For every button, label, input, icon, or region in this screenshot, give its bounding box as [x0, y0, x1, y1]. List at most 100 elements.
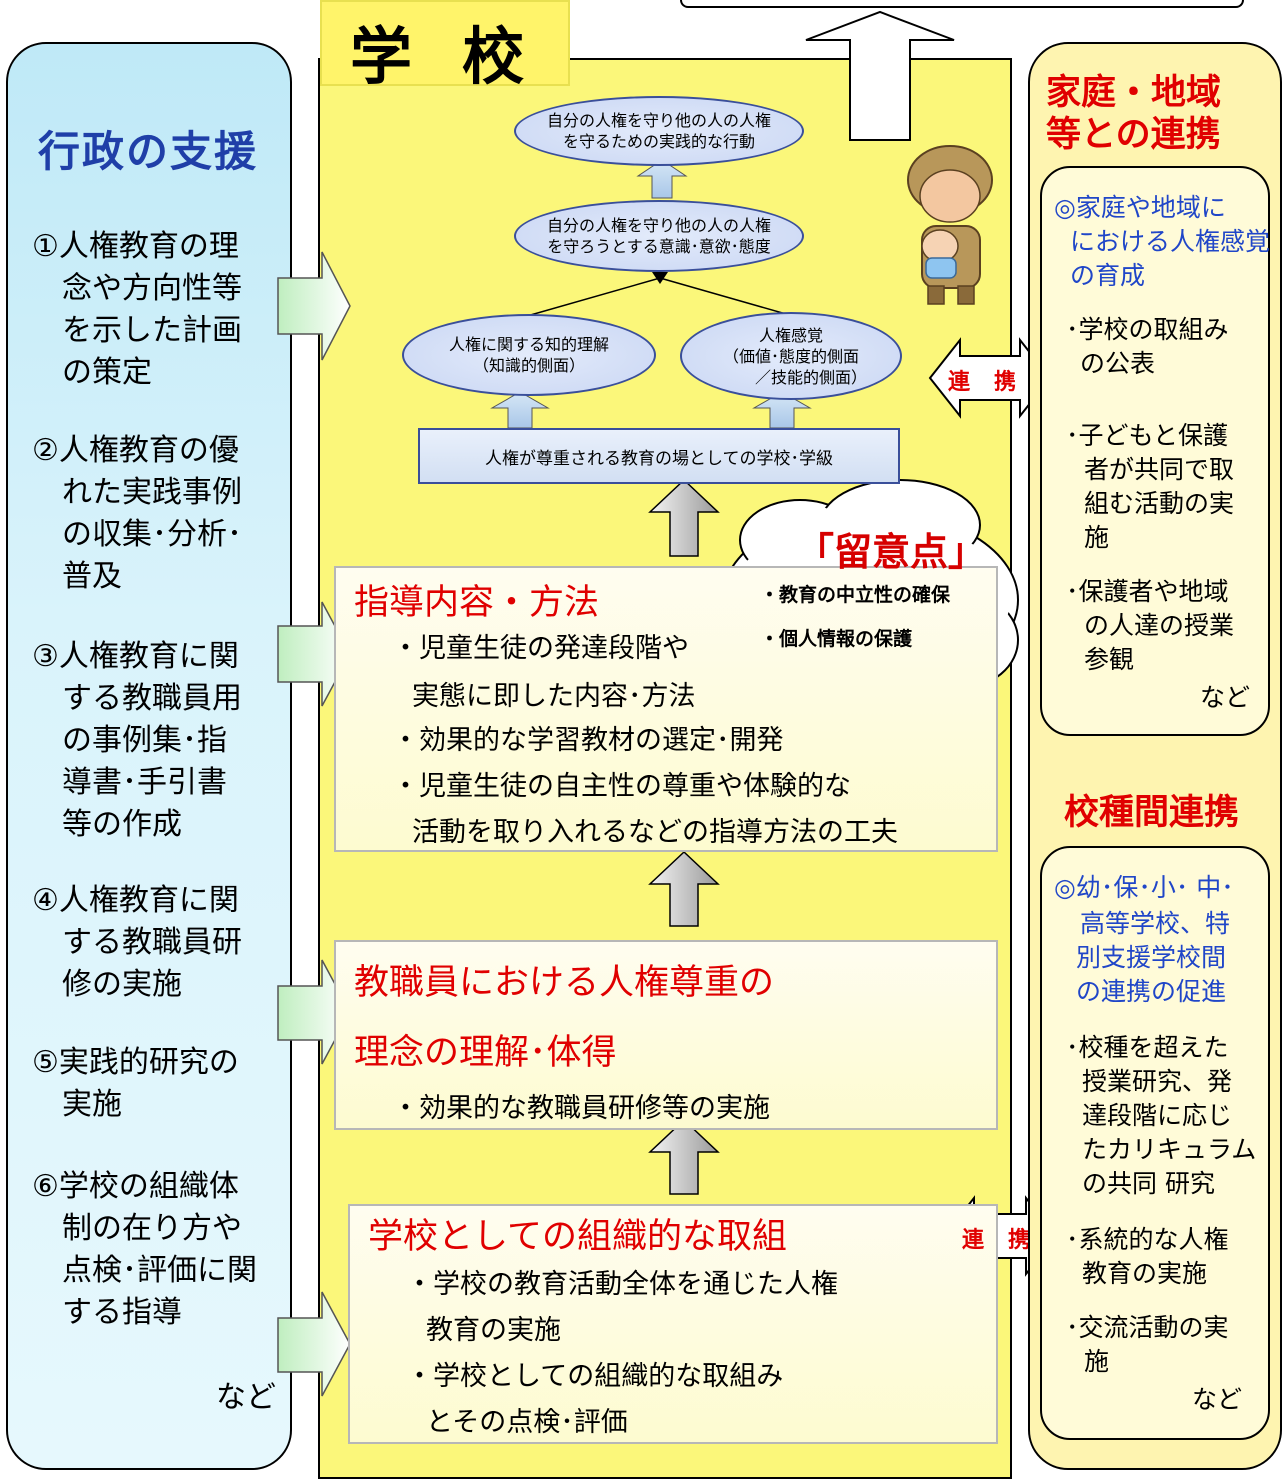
left-title: 行政の支援	[38, 127, 259, 176]
right-box2-item: 授業研究、発	[1082, 1067, 1233, 1096]
right-box1-nado: など	[1200, 683, 1251, 712]
right-box2-item: たカリキュラム	[1082, 1135, 1257, 1164]
school-title: 学校	[350, 20, 575, 93]
right-box2-heading: ◎幼･保･小･ 中･	[1054, 873, 1234, 902]
left-item-line: 導書･手引書	[32, 765, 227, 800]
green-arrow-4	[277, 1291, 351, 1397]
right-box2-item: ･系統的な人権	[1066, 1225, 1229, 1254]
left-item-line: を示した計画	[32, 313, 242, 348]
renkei-label-1: 連携	[948, 370, 1041, 395]
right-title-2: 校種間連携	[1064, 793, 1240, 833]
connector-arrowhead	[652, 272, 668, 284]
small-up-arrow-3	[752, 391, 812, 429]
right-box2-heading: の連携の促進	[1076, 977, 1227, 1006]
left-item-line: 修の実施	[32, 967, 182, 1002]
left-nado: など	[216, 1380, 276, 1415]
right-box2-nado: など	[1192, 1385, 1243, 1414]
small-up-arrow-2	[490, 391, 550, 429]
ellipse-text: 人権感覚	[758, 325, 823, 345]
left-item-3: ③人権教育に関 する教職員用 の事例集･指 導書･手引書 等の作成	[32, 636, 282, 846]
box1-line: ・効果的な学習教材の選定･開発	[392, 725, 784, 756]
right-box1-item: の公表	[1080, 349, 1156, 378]
ellipse-text: 人権に関する知的理解	[448, 335, 609, 354]
small-up-arrow-1	[636, 159, 688, 199]
right-box-school-types	[1040, 846, 1270, 1440]
up-arrow-3	[648, 1118, 720, 1195]
left-item-line: の策定	[32, 355, 152, 390]
left-item-line: ⑥学校の組織体	[32, 1169, 239, 1204]
left-item-line: 念や方向性等	[32, 271, 242, 306]
right-box1-item: ･保護者や地域	[1066, 577, 1229, 606]
right-box1-item: 施	[1084, 523, 1110, 552]
left-item-line: する教職員用	[32, 681, 242, 716]
left-item-4: ④人権教育に関 する教職員研 修の実施	[32, 880, 282, 1006]
school-tab	[320, 0, 570, 86]
ellipse-awareness: 自分の人権を守り他の人の人権 を守ろうとする意識･意欲･態度	[514, 200, 804, 272]
box3-line: ・学校としての組織的な取組み	[406, 1361, 784, 1392]
left-item-line: の収集･分析･	[32, 517, 242, 552]
ellipse-text: 自分の人権を守り他の人の人権	[546, 111, 771, 130]
right-box2-item: ･交流活動の実	[1066, 1313, 1229, 1342]
right-title-1: 家庭・地域	[1046, 73, 1222, 113]
box2-title: 理念の理解･体得	[354, 1033, 617, 1073]
box3-title: 学校としての組織的な取組	[368, 1217, 787, 1257]
box3-line: とその点検･評価	[426, 1407, 628, 1438]
right-box1-item: の人達の授業	[1084, 611, 1235, 640]
box1-line: ・児童生徒の発達段階や	[392, 633, 689, 664]
box1-line: 実態に即した内容･方法	[412, 681, 696, 712]
right-box2-heading: 別支援学校間	[1076, 943, 1227, 972]
left-item-line: ③人権教育に関	[32, 639, 239, 674]
left-item-line: ④人権教育に関	[32, 883, 239, 918]
left-item-2: ②人権教育の優 れた実践事例 の収集･分析･ 普及	[32, 430, 282, 598]
cloud-fill	[824, 484, 976, 566]
ellipse-text: ／技能的側面）	[754, 367, 867, 387]
right-box1-item: ･学校の取組み	[1066, 315, 1229, 344]
box3-line: 教育の実施	[426, 1315, 561, 1346]
left-panel	[6, 42, 292, 1470]
right-box1-item: 組む活動の実	[1084, 489, 1235, 518]
cloud-point: ・個人情報の保護	[760, 628, 913, 650]
right-box1-heading: の育成	[1070, 261, 1146, 290]
box2-title: 教職員における人権尊重の	[354, 963, 775, 1003]
left-item-line: ②人権教育の優	[32, 433, 239, 468]
left-item-5: ⑤実践的研究の 実施	[32, 1042, 282, 1126]
box-staff-understanding	[334, 940, 998, 1130]
ellipse-text: （知識的側面）	[472, 356, 585, 375]
right-box1-item: ･子どもと保護	[1066, 421, 1229, 450]
left-item-line: 等の作成	[32, 807, 182, 842]
cloud-title: 「留意点」	[796, 530, 987, 574]
up-arrow-2	[648, 850, 720, 927]
right-box1-item: 者が共同で取	[1084, 455, 1235, 484]
ellipse-text: を守るための実践的な行動	[562, 132, 755, 151]
box2-line: ・効果的な教職員研修等の実施	[392, 1093, 770, 1124]
right-box2-item: の共同 研究	[1082, 1169, 1215, 1198]
right-title-1: 等との連携	[1046, 115, 1221, 155]
left-item-6: ⑥学校の組織体 制の在り方や 点検･評価に関 する指導	[32, 1166, 282, 1334]
right-box-family	[1040, 166, 1270, 736]
box1-line: 活動を取り入れるなどの指導方法の工夫	[412, 817, 898, 848]
left-item-line: 実施	[32, 1087, 122, 1122]
right-box2-item: 達段階に応じ	[1082, 1101, 1233, 1130]
green-arrow-1	[277, 251, 351, 361]
box1-title: 指導内容・方法	[354, 583, 600, 623]
right-box2-item: 教育の実施	[1082, 1259, 1208, 1288]
ellipse-text: （価値･態度的側面	[722, 346, 859, 366]
box3-line: ・学校の教育活動全体を通じた人権	[406, 1269, 838, 1300]
left-item-line: ⑤実践的研究の	[32, 1045, 239, 1080]
box-guidance-content	[334, 566, 998, 852]
connector-line-left	[519, 277, 661, 319]
left-item-line: 点検･評価に関	[32, 1253, 257, 1288]
left-item-line: れた実践事例	[32, 475, 242, 510]
school-bar: 人権が尊重される教育の場としての学校･学級	[418, 428, 900, 484]
ellipse-text: 自分の人権を守り他の人の人権	[546, 216, 771, 235]
right-box2-item: ･校種を超えた	[1066, 1033, 1229, 1062]
left-item-line: の事例集･指	[32, 723, 227, 758]
ellipse-human-rights-sense: 人権感覚 （価値･態度的側面 ／技能的側面）	[680, 312, 902, 400]
left-item-line: する教職員研	[32, 925, 242, 960]
right-box2-heading: 高等学校、特	[1080, 909, 1231, 938]
left-item-1: ①人権教育の理 念や方向性等 を示した計画 の策定	[32, 226, 282, 394]
right-box1-item: 参観	[1084, 645, 1135, 674]
parent-baby-illustration	[907, 145, 993, 305]
box-school-organization	[348, 1204, 998, 1444]
right-box1-heading: ◎家庭や地域に	[1054, 193, 1226, 222]
